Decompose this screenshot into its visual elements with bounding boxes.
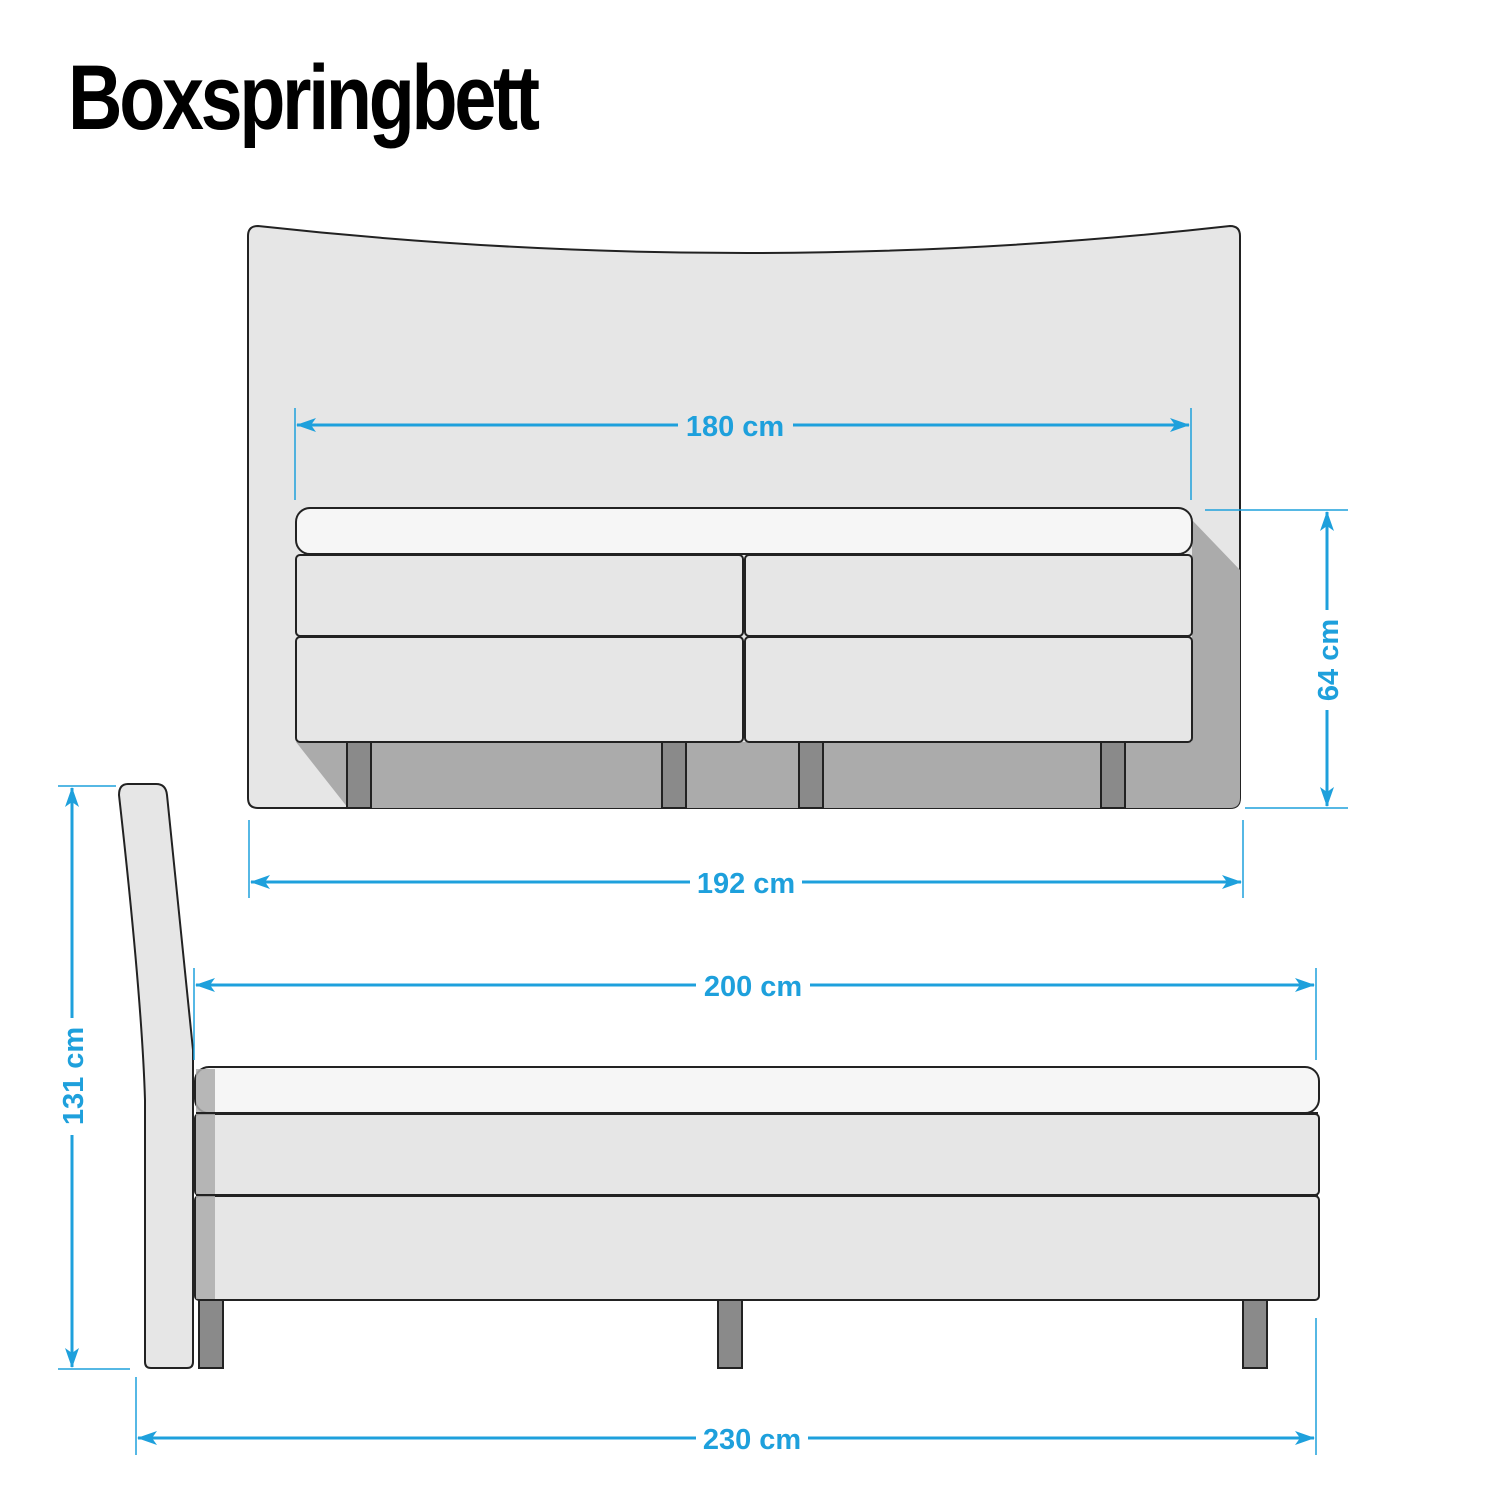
label-64cm: 64 cm bbox=[1313, 619, 1345, 701]
front-box-lower-left bbox=[295, 636, 744, 743]
side-box-lower bbox=[194, 1195, 1320, 1301]
label-200cm: 200 cm bbox=[704, 971, 802, 1003]
label-192cm: 192 cm bbox=[697, 868, 795, 900]
dimension-total-length: 230 cm bbox=[135, 1318, 1317, 1456]
side-box-upper bbox=[194, 1113, 1320, 1196]
dimension-mattress-width: 180 cm bbox=[294, 408, 1192, 500]
front-box-upper-right bbox=[744, 554, 1193, 637]
side-view bbox=[117, 783, 1320, 1369]
side-topper bbox=[194, 1066, 1320, 1114]
side-leg-1 bbox=[198, 1299, 224, 1369]
front-view bbox=[247, 224, 1241, 809]
side-leg-2 bbox=[717, 1299, 743, 1369]
label-230cm: 230 cm bbox=[703, 1424, 801, 1456]
side-headboard bbox=[117, 783, 194, 1369]
front-leg-1 bbox=[346, 741, 372, 809]
label-131cm: 131 cm bbox=[58, 1027, 90, 1125]
front-box-lower-right bbox=[744, 636, 1193, 743]
dimension-bed-height: 64 cm bbox=[1205, 509, 1348, 809]
front-leg-4 bbox=[1100, 741, 1126, 809]
dimension-headboard-height: 131 cm bbox=[58, 785, 130, 1370]
front-shadow bbox=[296, 520, 1240, 808]
dimension-total-width: 192 cm bbox=[248, 820, 1244, 900]
page-title: Boxspringbett bbox=[68, 47, 540, 149]
front-topper bbox=[295, 507, 1193, 555]
front-box-upper-left bbox=[295, 554, 744, 637]
front-leg-3 bbox=[798, 741, 824, 809]
label-180cm: 180 cm bbox=[686, 411, 784, 443]
side-leg-3 bbox=[1242, 1299, 1268, 1369]
front-leg-2 bbox=[661, 741, 687, 809]
dimension-mattress-length: 200 cm bbox=[193, 968, 1317, 1060]
